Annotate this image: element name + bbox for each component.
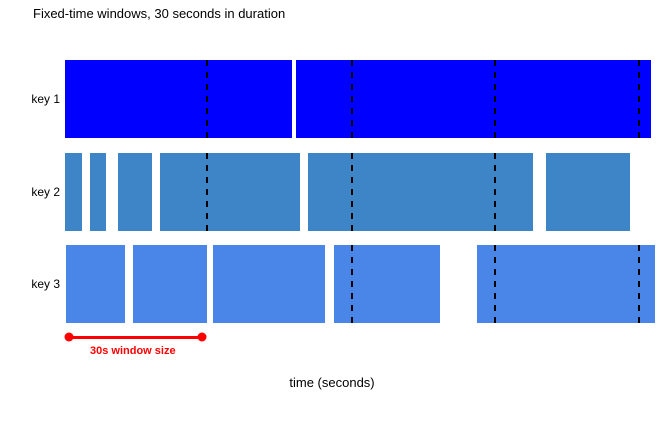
window-boundary-dashed-line <box>638 245 640 323</box>
window-boundary-dashed-line <box>351 245 353 323</box>
timeline-bar-segment <box>118 153 152 231</box>
timeline-bar-segment <box>296 60 651 138</box>
time-axis-label: time (seconds) <box>289 375 375 390</box>
timeline-bar-segment <box>546 153 630 231</box>
window-boundary-dashed-line <box>351 60 353 138</box>
timeline-bar-segment <box>213 245 325 323</box>
measure-endpoint-dot-right <box>197 332 207 342</box>
row-label-2: key 2 <box>31 185 60 199</box>
timeline-bar-segment <box>334 245 440 323</box>
window-boundary-dashed-line <box>494 153 496 231</box>
window-boundary-dashed-line <box>494 245 496 323</box>
measure-endpoint-dot-left <box>64 332 74 342</box>
timeline-bar-segment <box>477 245 655 323</box>
figure-title: Fixed-time windows, 30 seconds in durati… <box>33 6 286 21</box>
row-label-1: key 1 <box>31 92 60 106</box>
window-boundary-dashed-line <box>351 153 353 231</box>
timeline-bar-segment <box>133 245 207 323</box>
timeline-bar-segment <box>90 153 106 231</box>
window-boundary-dashed-line <box>494 60 496 138</box>
timeline-bar-segment <box>65 153 82 231</box>
window-size-label: 30s window size <box>90 345 176 357</box>
timeline-bar-segment <box>308 153 533 231</box>
timeline-bar-segment <box>66 245 125 323</box>
row-label-3: key 3 <box>31 277 60 291</box>
window-boundary-dashed-line <box>638 60 640 138</box>
timeline-bar-segment <box>65 60 292 138</box>
window-boundary-dashed-line <box>206 153 208 231</box>
window-boundary-dashed-line <box>206 60 208 138</box>
timeline-bar-segment <box>160 153 300 231</box>
window-size-measure-line <box>67 336 204 339</box>
